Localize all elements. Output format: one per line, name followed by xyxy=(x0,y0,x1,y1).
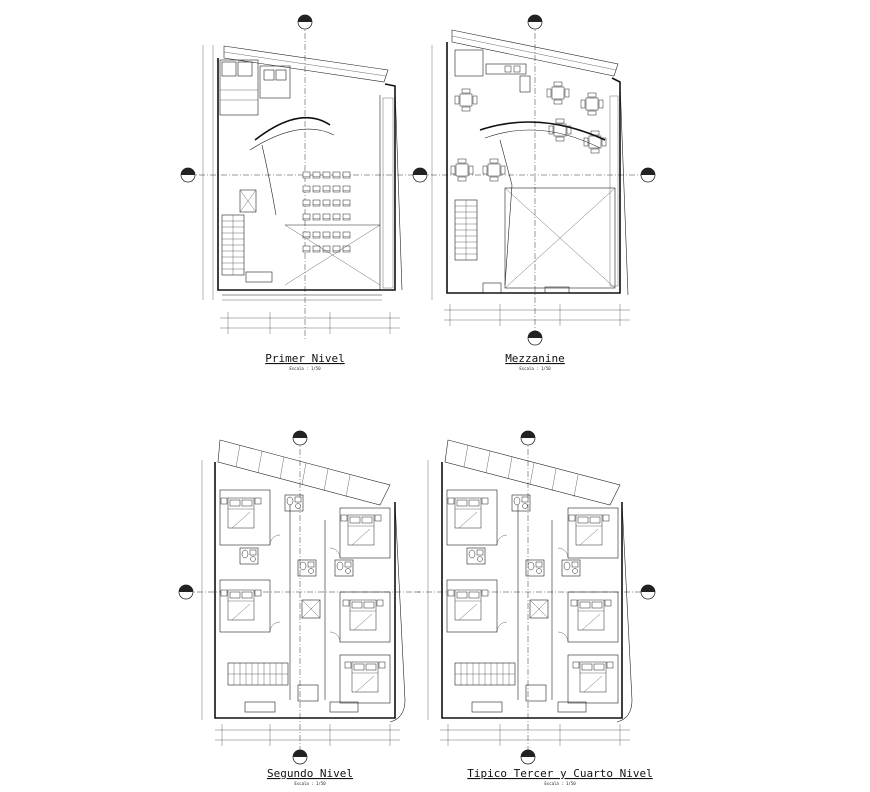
plan-segundo-nivel xyxy=(178,430,420,765)
seating-block xyxy=(302,171,351,253)
scale-mezzanine: Escala : 1/50 xyxy=(519,366,551,371)
scale-segundo-nivel: Escala : 1/50 xyxy=(294,781,326,786)
title-mezzanine: Mezzanine xyxy=(505,352,565,365)
scale-primer-nivel: Escala : 1/50 xyxy=(289,366,321,371)
title-segundo-nivel: Segundo Nivel xyxy=(267,767,353,780)
title-primer-nivel: Primer Nivel xyxy=(265,352,344,365)
plan-mezzanine xyxy=(412,14,656,346)
plan-primer-nivel xyxy=(180,14,420,340)
title-tipico-nivel: Tipico Tercer y Cuarto Nivel xyxy=(467,767,652,780)
scale-tipico-nivel: Escala : 1/50 xyxy=(544,781,576,786)
plan-tipico-nivel xyxy=(415,430,656,765)
